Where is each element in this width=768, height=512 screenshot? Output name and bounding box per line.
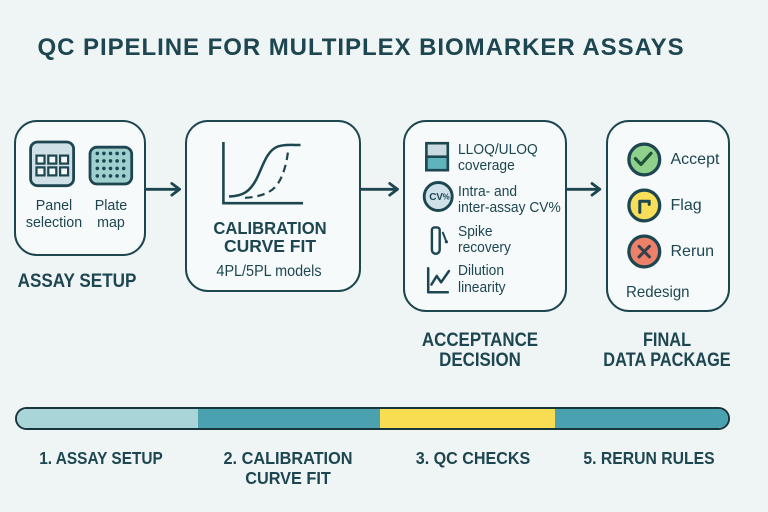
svg-text:CV%: CV% <box>429 192 449 203</box>
